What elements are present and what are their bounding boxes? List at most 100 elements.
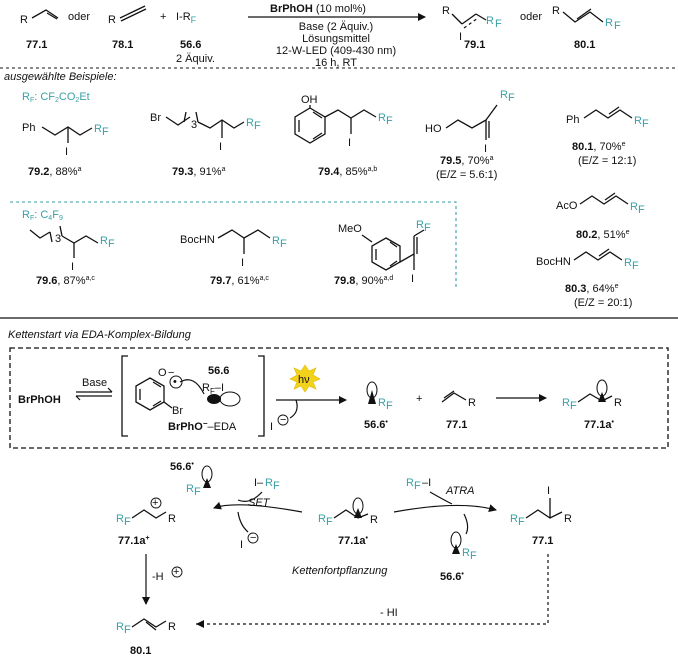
svg-text:R: R [634,115,642,127]
svg-text:F: F [570,400,577,412]
svg-text:Ph: Ph [22,122,35,134]
svg-text:F: F [518,516,525,528]
svg-text:R: R [20,14,28,26]
svg-text:hν: hν [298,374,310,386]
mechanism-heading: Kettenstart via EDA-Komplex-Bildung [8,329,192,341]
svg-text:I: I [459,31,462,43]
set-arrow [213,501,303,513]
svg-text:R: R [246,117,254,129]
label-79-3: 79.3, 91%a [172,166,226,178]
svg-text:F: F [386,400,393,412]
examples-heading: ausgewählte Beispiele: [4,71,117,83]
svg-text:RF–I: RF–I [202,382,224,396]
svg-text:+: + [152,497,158,509]
bracket-right [258,355,265,437]
oder-text-1: oder [68,11,90,23]
svg-text:SET: SET [248,497,271,509]
svg-text:+: + [173,566,179,578]
ez-80-3: (E/Z = 20:1) [574,297,632,309]
svg-text:R: R [378,397,386,409]
svg-text:BrPhOH: BrPhOH [18,394,61,406]
svg-text:R: R [416,219,424,231]
svg-text:77.1a+: 77.1a+ [118,535,150,547]
atra-arrow [393,504,497,513]
label-78-1: 78.1 [112,39,133,51]
label-56-6: 56.6 [180,39,201,51]
svg-text:R: R [564,513,572,525]
svg-text:I: I [71,261,74,273]
svg-text:R: R [100,235,108,247]
svg-text:R: R [624,257,632,269]
svg-text:BocHN: BocHN [536,256,571,268]
initiation-box [9,347,669,449]
svg-text:I: I [484,143,487,155]
svg-text:R: R [272,235,280,247]
cond-catalyst: BrPhOH (10 mol%) [270,3,366,15]
label-77-1: 77.1 [26,39,47,51]
svg-text:R: R [462,547,470,559]
svg-text:−: − [250,532,256,544]
label-80-1-example: 80.1, 70%e [572,141,626,153]
svg-text:F: F [642,118,649,130]
svg-text:56.6•: 56.6• [440,571,464,583]
svg-text:F: F [386,115,393,127]
c4f9-group-box [10,201,457,290]
svg-text:F: F [424,222,431,234]
svg-text:−: − [168,367,174,379]
svg-text:R: R [486,15,494,27]
svg-text:R: R [94,123,102,135]
svg-text:F: F [280,238,287,250]
label-79-7: 79.7, 61%a,c [210,275,269,287]
svg-text:Ph: Ph [566,114,579,126]
svg-text:R: R [468,397,476,409]
label-79-6: 79.6, 87%a,c [36,275,95,287]
svg-text:Br: Br [172,405,183,417]
plus-sign: + [160,11,166,23]
svg-text:R: R [116,621,124,633]
electron-transfer-arrow [179,379,205,395]
svg-text:77.1: 77.1 [446,419,467,431]
svg-text:R: R [406,477,414,489]
rf-definition-cf2: RF: CF2CO2Et [22,91,90,104]
svg-text:R: R [614,397,622,409]
rf-definition-c4f9: RF: C4F9 [22,209,63,222]
svg-text:56.6: 56.6 [208,365,229,377]
svg-text:F: F [414,480,421,492]
general-scheme: R 77.1 oder R 78.1 + I-RF 56.6 2 Äquiv. … [20,3,621,69]
cond-light: 12-W-LED (409-430 nm) [276,45,396,57]
iodide-release-arrow [289,399,298,419]
svg-text:77.1a•: 77.1a• [338,535,369,547]
svg-text:R: R [510,513,518,525]
svg-text:BrPhO−–EDA: BrPhO−–EDA [168,419,237,433]
alkyne-78-1-structure: R [108,5,147,26]
radical-out-arrow [463,513,469,535]
label-79-2: 79.2, 88%a [28,166,82,178]
svg-text:I: I [348,137,351,149]
svg-text:+: + [416,393,422,405]
iodide-reagent: I-RF [176,11,197,25]
svg-text:R: R [186,483,194,495]
svg-text:MeO: MeO [338,223,362,235]
label-80-1: 80.1 [574,39,595,51]
svg-text:F: F [508,92,515,104]
cond-solvent: Lösungsmittel [302,33,370,45]
svg-text:I: I [270,421,273,433]
svg-text:R: R [370,514,378,526]
svg-text:I: I [219,141,222,153]
svg-text:−: − [280,414,286,426]
svg-text:F: F [102,126,109,138]
alkene-77-1-structure: R [20,9,59,26]
svg-text:R: R [500,89,508,101]
label-79-4: 79.4, 85%a,b [318,166,377,178]
svg-text:3: 3 [191,119,197,131]
svg-text:I: I [547,485,550,497]
